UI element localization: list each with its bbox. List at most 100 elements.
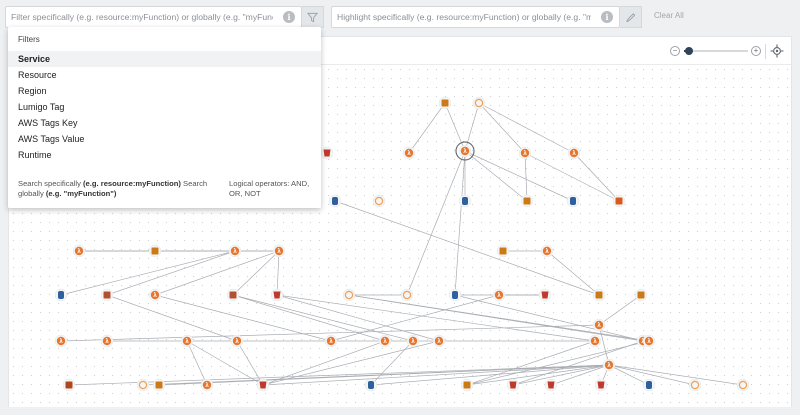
graph-edge — [444, 102, 466, 152]
sns-node-icon[interactable] — [506, 378, 520, 392]
sns-node-icon[interactable] — [320, 146, 334, 160]
svg-text:λ: λ — [233, 249, 237, 255]
s3-node-icon[interactable] — [270, 288, 284, 302]
lambda-node-icon[interactable]: λ — [567, 146, 581, 160]
lambda-node-icon[interactable]: λ — [100, 334, 114, 348]
sqs-node-icon[interactable] — [634, 288, 648, 302]
filter-option-lumigo-tag[interactable]: Lumigo Tag — [18, 102, 65, 112]
lambda-node-icon[interactable]: λ — [180, 334, 194, 348]
lambda-node-icon[interactable]: λ — [432, 334, 446, 348]
sqs-node-icon[interactable] — [592, 288, 606, 302]
filter-button[interactable] — [302, 6, 324, 28]
external-node-icon[interactable] — [342, 288, 356, 302]
service-graph: λλλλλλλλλλλλλλλλλλλλλλλλ — [54, 96, 750, 392]
sqs-node-icon[interactable] — [496, 244, 510, 258]
external-node-icon[interactable] — [400, 288, 414, 302]
graph-edge — [60, 324, 600, 342]
graph-edge — [276, 294, 440, 342]
graph-edge — [262, 364, 610, 386]
sqs-node-icon[interactable] — [460, 378, 474, 392]
lambda-node-icon[interactable]: λ — [592, 318, 606, 332]
external-node-icon[interactable] — [372, 194, 386, 208]
service-map-canvas[interactable]: λλλλλλλλλλλλλλλλλλλλλλλλ — [9, 65, 791, 407]
sqs-node-icon[interactable] — [520, 194, 534, 208]
api-gateway-node-icon[interactable] — [226, 288, 240, 302]
lambda-node-icon[interactable]: λ — [378, 334, 392, 348]
lambda-node-icon[interactable]: λ — [324, 334, 338, 348]
kinesis-node-icon[interactable] — [62, 378, 76, 392]
highlight-button[interactable] — [620, 6, 642, 28]
graph-edge — [466, 364, 610, 386]
graph-edge — [186, 340, 264, 386]
lambda-node-icon[interactable]: λ — [602, 358, 616, 372]
dynamodb-node-icon[interactable] — [642, 378, 656, 392]
filter-option-service[interactable]: Service — [8, 51, 321, 67]
graph-edge — [524, 152, 528, 202]
api-gateway-node-icon[interactable] — [100, 288, 114, 302]
external-node-icon[interactable] — [136, 378, 150, 392]
lambda-node-icon[interactable]: λ — [518, 146, 532, 160]
lambda-node-icon[interactable]: λ — [458, 144, 472, 158]
zoom-slider-handle[interactable] — [685, 47, 694, 55]
graph-edge — [106, 294, 238, 342]
s3-node-icon[interactable] — [538, 288, 552, 302]
zoom-slider[interactable] — [684, 47, 748, 55]
dynamodb-node-icon[interactable] — [328, 194, 342, 208]
svg-text:λ: λ — [597, 323, 601, 329]
zoom-out-button[interactable]: − — [670, 46, 680, 56]
dynamodb-node-icon[interactable] — [448, 288, 462, 302]
svg-text:λ: λ — [545, 249, 549, 255]
dynamodb-node-icon[interactable] — [566, 194, 580, 208]
lambda-node-icon[interactable]: λ — [540, 244, 554, 258]
graph-edge — [608, 364, 744, 386]
zoom-in-button[interactable]: + — [751, 46, 761, 56]
dynamodb-node-icon[interactable] — [364, 378, 378, 392]
sqs-node-icon[interactable] — [152, 378, 166, 392]
lambda-node-icon[interactable]: λ — [54, 334, 68, 348]
lambda-node-icon[interactable]: λ — [72, 244, 86, 258]
sns-node-icon[interactable] — [544, 378, 558, 392]
graph-edge — [454, 150, 466, 296]
graph-edge — [262, 340, 440, 386]
step-functions-node-icon[interactable] — [612, 194, 626, 208]
graph-edge — [550, 364, 610, 386]
external-node-icon[interactable] — [736, 378, 750, 392]
lambda-node-icon[interactable]: λ — [228, 244, 242, 258]
selected-node-ring — [455, 141, 475, 161]
lambda-node-icon[interactable]: λ — [272, 244, 286, 258]
sqs-node-icon[interactable] — [148, 244, 162, 258]
filter-option-runtime[interactable]: Runtime — [18, 150, 52, 160]
sqs-node-icon[interactable] — [438, 96, 452, 110]
lambda-node-icon[interactable]: λ — [200, 378, 214, 392]
svg-text:λ: λ — [647, 339, 651, 345]
info-icon[interactable]: i — [283, 11, 295, 23]
filter-option-aws-tags-key[interactable]: AWS Tags Key — [18, 118, 78, 128]
external-node-icon[interactable] — [688, 378, 702, 392]
svg-text:λ: λ — [523, 151, 527, 157]
filter-option-region[interactable]: Region — [18, 86, 47, 96]
filter-input[interactable] — [6, 7, 301, 27]
external-node-icon[interactable] — [472, 96, 486, 110]
cognito-node-icon[interactable] — [256, 378, 270, 392]
dynamodb-node-icon[interactable] — [54, 288, 68, 302]
graph-edge — [478, 102, 526, 154]
lambda-node-icon[interactable]: λ — [406, 334, 420, 348]
clear-all-button[interactable]: Clear All — [654, 11, 684, 20]
filter-option-resource[interactable]: Resource — [18, 70, 57, 80]
dynamodb-node-icon[interactable] — [458, 194, 472, 208]
recenter-icon[interactable] — [770, 44, 784, 58]
filter-input-wrapper: i — [5, 6, 302, 28]
lambda-node-icon[interactable]: λ — [230, 334, 244, 348]
lambda-node-icon[interactable]: λ — [588, 334, 602, 348]
lambda-node-icon[interactable]: λ — [492, 288, 506, 302]
highlight-input-wrapper: i — [331, 6, 620, 28]
graph-edge — [154, 294, 332, 342]
highlight-input[interactable] — [332, 7, 619, 27]
lambda-node-icon[interactable]: λ — [642, 334, 656, 348]
filter-option-aws-tags-value[interactable]: AWS Tags Value — [18, 134, 85, 144]
sns-node-icon[interactable] — [594, 378, 608, 392]
graph-edge — [512, 364, 610, 386]
info-icon[interactable]: i — [601, 11, 613, 23]
lambda-node-icon[interactable]: λ — [148, 288, 162, 302]
lambda-node-icon[interactable]: λ — [402, 146, 416, 160]
